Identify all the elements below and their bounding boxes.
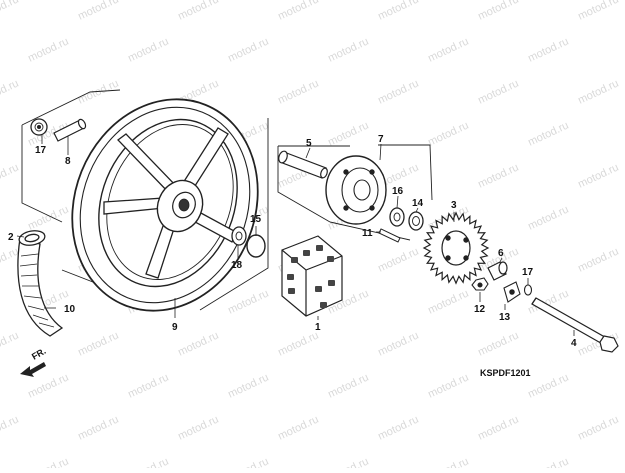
watermark-text: motod.ru xyxy=(76,329,120,358)
watermark-text: motod.ru xyxy=(376,329,420,358)
watermark-text: motod.ru xyxy=(426,35,470,64)
callout-18: 16 xyxy=(392,186,404,197)
watermark-text: motod.ru xyxy=(576,413,620,442)
watermark-text: motod.ru xyxy=(526,35,570,64)
watermark-text: motod.ru xyxy=(76,0,120,23)
watermark-text: motod.ru xyxy=(126,35,170,64)
bearing-part-18 xyxy=(389,207,405,227)
watermark-text: motod.ru xyxy=(476,413,520,442)
watermark-text: motod.ru xyxy=(0,77,21,106)
sprocket-part-3 xyxy=(422,211,490,285)
front-direction-arrow-icon xyxy=(20,362,46,377)
leader-lines xyxy=(16,135,575,336)
front-direction-label: FR. xyxy=(30,346,48,362)
watermark-text: motod.ru xyxy=(76,77,120,106)
watermark-text: motod.ru xyxy=(376,0,420,23)
watermark-text: motod.ru xyxy=(576,161,620,190)
watermark-text: motod.ru xyxy=(376,77,420,106)
watermark-text: motod.ru xyxy=(576,77,620,106)
oil-seal-part-14 xyxy=(408,211,424,231)
collar-part-6 xyxy=(487,261,508,281)
watermark-text: motod.ru xyxy=(0,161,21,190)
callout-8: 8 xyxy=(65,156,71,167)
watermark-text: motod.ru xyxy=(276,413,320,442)
watermark-text: motod.ru xyxy=(276,0,320,23)
bearing-part-17-top xyxy=(30,118,48,136)
diagram-code: KSPDF1201 xyxy=(480,368,531,378)
watermark-text: motod.ru xyxy=(576,0,620,23)
damper-rubber-part-1 xyxy=(281,235,343,317)
watermark-text: motod.ru xyxy=(526,119,570,148)
watermark-text: motod.ru xyxy=(26,35,70,64)
collar-part-5 xyxy=(278,150,328,179)
chain-adjuster-part-13 xyxy=(503,281,521,303)
bearing-part-17-bottom xyxy=(231,226,247,246)
watermark-text: motod.ru xyxy=(526,371,570,400)
watermark-text: motod.ru xyxy=(326,35,370,64)
callout-2: 2 xyxy=(8,232,14,243)
watermark-text: motod.ru xyxy=(0,329,21,358)
watermark-text: motod.ru xyxy=(476,0,520,23)
nut-part-11 xyxy=(471,277,489,291)
driven-flange-part-7 xyxy=(325,155,387,225)
watermark-text: motod.ru xyxy=(76,413,120,442)
watermark-text: motod.ru xyxy=(126,371,170,400)
callout-11: 12 xyxy=(474,304,486,315)
watermark-text: motod.ru xyxy=(226,371,270,400)
watermark-text: motod.ru xyxy=(176,0,220,23)
callout-17-top: 17 xyxy=(35,145,47,156)
watermark-text: motod.ru xyxy=(526,203,570,232)
callout-9: 9 xyxy=(172,322,178,333)
callout-13: 13 xyxy=(499,312,511,323)
washer-part-12 xyxy=(523,284,533,296)
watermark-text: motod.ru xyxy=(326,455,370,468)
callout-5: 5 xyxy=(306,138,312,149)
watermark-text: motod.ru xyxy=(0,413,21,442)
watermark-text: motod.ru xyxy=(126,455,170,468)
callout-15: 15 xyxy=(250,214,262,225)
watermark-text: motod.ru xyxy=(26,455,70,468)
watermark-text: motod.ru xyxy=(276,329,320,358)
callout-1: 1 xyxy=(315,322,321,333)
watermark-text: motod.ru xyxy=(326,119,370,148)
callout-17-bottom: 18 xyxy=(231,260,243,271)
watermark-text: motod.ru xyxy=(326,371,370,400)
watermark-text: motod.ru xyxy=(176,413,220,442)
watermark-text: motod.ru xyxy=(476,329,520,358)
watermark-text: motod.ru xyxy=(426,287,470,316)
watermark-text: motod.ru xyxy=(376,245,420,274)
axle-part-4 xyxy=(531,297,619,353)
callout-6: 6 xyxy=(498,248,504,259)
rear-wheel xyxy=(71,98,259,312)
watermark-text: motod.ru xyxy=(226,35,270,64)
watermark-text: motod.ru xyxy=(476,161,520,190)
watermark-text: motod.ru xyxy=(426,371,470,400)
watermark-text: motod.ru xyxy=(0,0,21,23)
watermark-text: motod.ru xyxy=(426,119,470,148)
callout-10: 10 xyxy=(64,304,76,315)
circlip-part-15 xyxy=(246,234,266,258)
spacer-part-8 xyxy=(53,118,87,142)
callout-12: 17 xyxy=(522,267,534,278)
callout-4: 4 xyxy=(571,338,577,349)
watermark-text: motod.ru xyxy=(226,455,270,468)
watermark-text: motod.ru xyxy=(576,245,620,274)
pin-part-16 xyxy=(378,228,401,243)
watermark-text: motod.ru xyxy=(276,77,320,106)
watermark-text: motod.ru xyxy=(526,455,570,468)
tire-tube xyxy=(17,230,64,337)
watermark-text: motod.ru xyxy=(176,329,220,358)
watermark-text: motod.ru xyxy=(426,455,470,468)
callout-3: 3 xyxy=(451,200,457,211)
callout-14: 14 xyxy=(412,198,424,209)
callout-16: 11 xyxy=(362,228,373,239)
watermark-text: motod.ru xyxy=(226,287,270,316)
callout-7: 7 xyxy=(378,134,384,145)
watermark-text: motod.ru xyxy=(476,77,520,106)
watermark-text: motod.ru xyxy=(376,413,420,442)
